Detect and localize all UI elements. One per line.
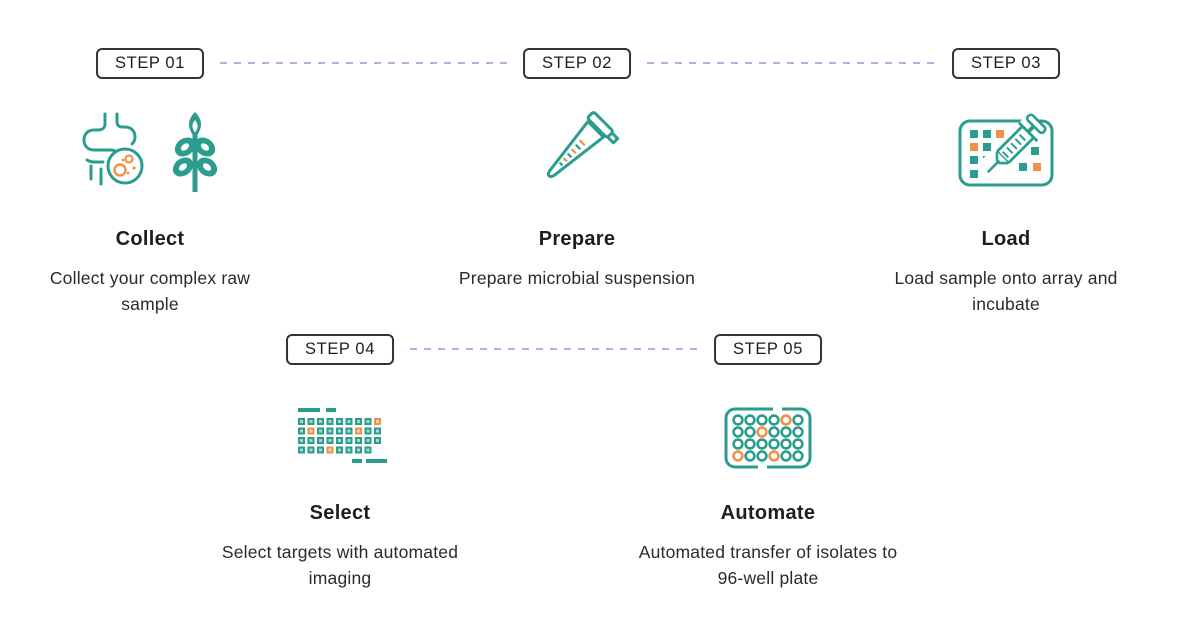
tube-icon [547,111,620,178]
step-01-badge: STEP 01 [96,48,204,79]
intestine-icon [82,112,144,186]
step-05-badge: STEP 05 [714,334,822,365]
step-title: Select [309,502,371,524]
step-description: Collect your complex raw sample [49,268,251,315]
wheat-icon [172,112,218,192]
collect-icon-group [0,102,300,202]
step-collect-column: Collect Collect your complex raw sample [0,102,300,318]
step-prepare-column: Prepare Prepare microbial suspension [427,102,727,291]
step-title: Collect [115,228,185,250]
step-03-badge: STEP 03 [952,48,1060,79]
step-04-badge: STEP 04 [286,334,394,365]
connector-step1-step2 [220,62,510,64]
step-load-column: Load Load sample onto array and incubate [856,102,1156,318]
step-description: Select targets with automated imaging [221,542,459,589]
step-title: Automate [720,502,816,524]
array-syringe-icon [958,112,1054,187]
automate-icon-group [618,402,918,474]
step-automate-column: Automate Automated transfer of isolates … [618,402,918,592]
step-title: Load [981,228,1031,250]
well-plate-icon [724,406,812,470]
load-icon-group [856,102,1156,202]
connector-step2-step3 [647,62,936,64]
step-description: Automated transfer of isolates to 96-wel… [638,542,898,589]
step-title: Prepare [538,228,616,250]
select-icon-group [190,402,490,474]
prepare-icon-group [427,102,727,202]
step-select-column: Select Select targets with automated ima… [190,402,490,592]
step-02-badge: STEP 02 [523,48,631,79]
step-description: Prepare microbial suspension [458,268,696,288]
connector-step4-step5 [410,348,699,350]
imaging-grid-icon [298,408,387,463]
step-description: Load sample onto array and incubate [894,268,1118,315]
